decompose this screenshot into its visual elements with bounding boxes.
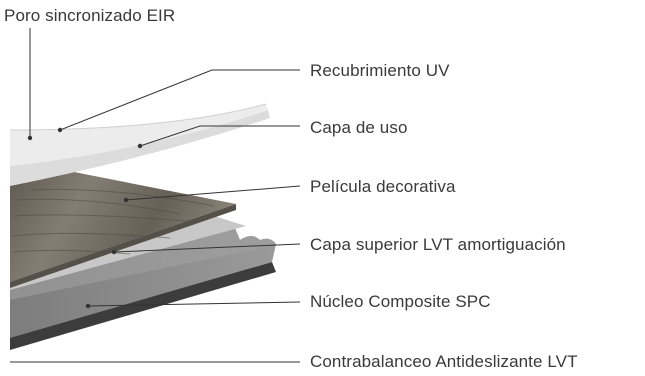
label-contrabalanceo-lvt: Contrabalanceo Antideslizante LVT: [310, 352, 578, 371]
uv-coating-layer: [10, 104, 268, 166]
leader-line-3: [125, 185, 301, 201]
leader-lines: [10, 28, 301, 363]
label-poro-sincronizado: Poro sincronizado EIR: [4, 6, 176, 25]
top-cushion-layer: [10, 216, 246, 290]
label-recubrimiento-uv: Recubrimiento UV: [310, 61, 450, 80]
leader-line-2: [139, 125, 300, 147]
label-nucleo-composite-spc: Núcleo Composite SPC: [310, 292, 491, 311]
wood-grain: [11, 188, 215, 255]
core-top-face: [10, 228, 276, 300]
leader-line-1: [59, 69, 300, 131]
backing-layer: [10, 262, 276, 350]
label-capa-de-uso: Capa de uso: [310, 118, 408, 137]
leader-line-5: [87, 301, 301, 307]
leader-dots: [27, 127, 143, 309]
leader-line-4: [113, 243, 301, 253]
label-capa-superior-lvt: Capa superior LVT amortiguación: [310, 235, 566, 254]
label-pelicula-decorativa: Película decorativa: [310, 177, 456, 196]
